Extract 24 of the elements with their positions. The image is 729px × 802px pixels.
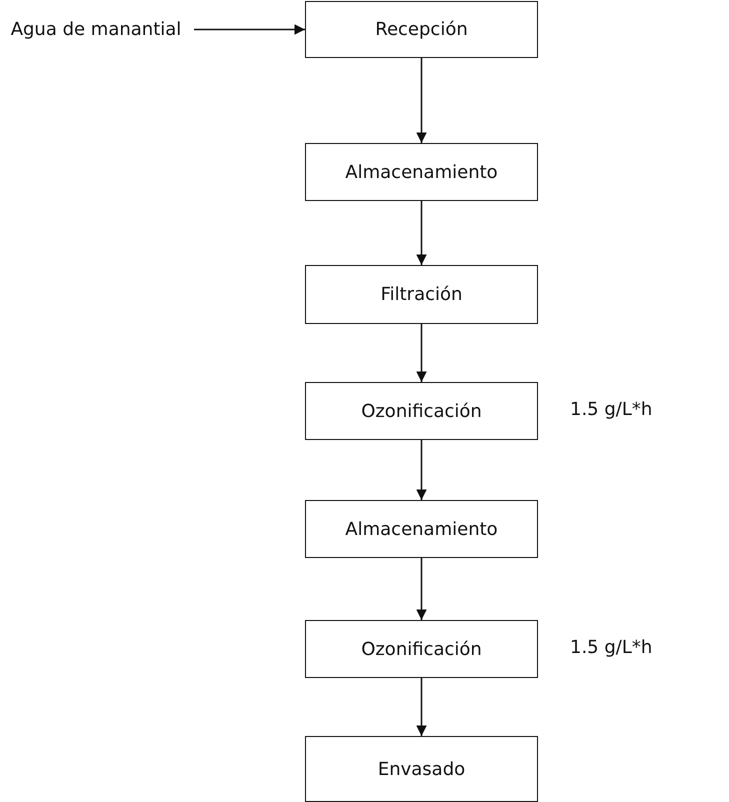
- process-box: [305, 500, 538, 558]
- step-label: Envasado: [378, 758, 466, 780]
- arrow: [416, 324, 427, 382]
- arrow: [416, 201, 427, 265]
- process-box: [305, 736, 538, 802]
- step-label: Ozonificación: [361, 400, 482, 422]
- arrow: [194, 24, 305, 35]
- step-label: Almacenamiento: [345, 162, 498, 182]
- step-label: Filtración: [380, 284, 462, 305]
- arrow: [416, 440, 427, 500]
- process-box: [305, 143, 538, 201]
- dose-label: 1.5 g/L*h: [570, 637, 652, 658]
- process-box: [305, 265, 538, 324]
- input-label: Agua de manantial: [6, 16, 186, 42]
- process-box: [305, 620, 538, 678]
- step-label: Ozonificación: [361, 638, 482, 660]
- process-box: [305, 1, 538, 58]
- arrow: [416, 678, 427, 736]
- dose-label: 1.5 g/L*h: [570, 399, 652, 420]
- arrow: [416, 58, 427, 143]
- step-label: Recepción: [375, 19, 468, 40]
- process-box: [305, 382, 538, 440]
- arrow: [416, 558, 427, 620]
- step-label: Almacenamiento: [345, 518, 498, 540]
